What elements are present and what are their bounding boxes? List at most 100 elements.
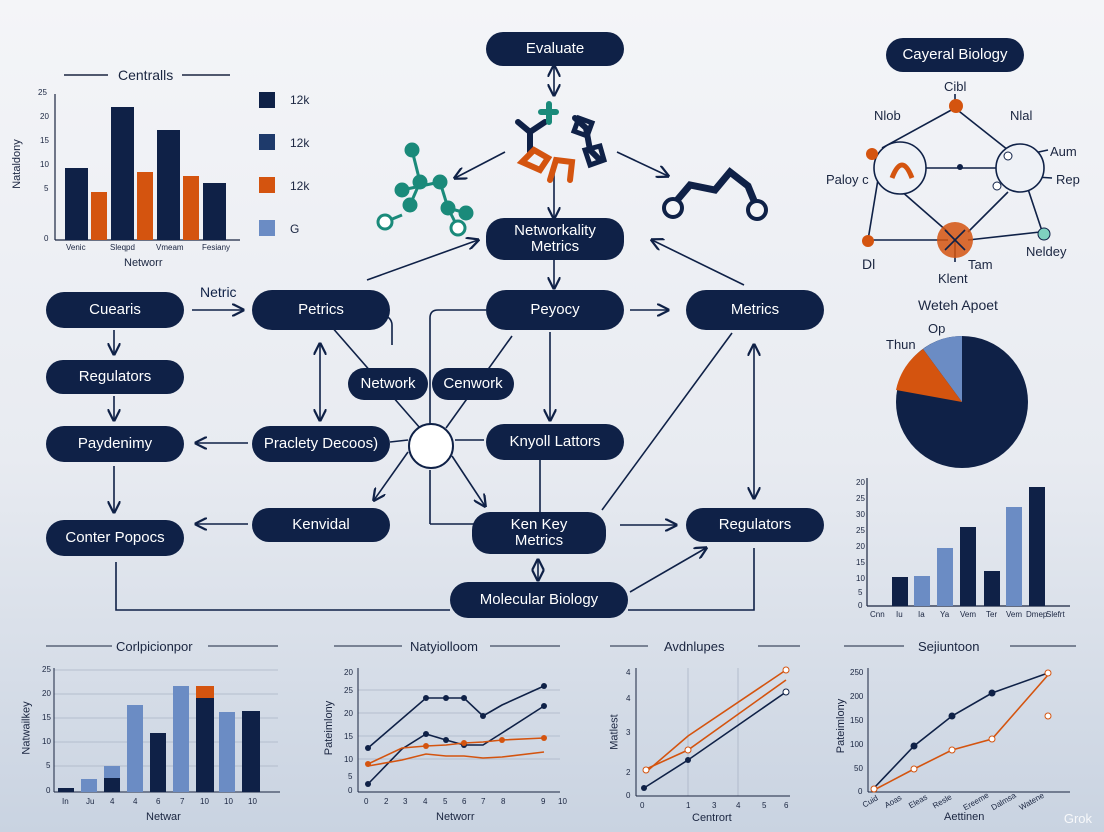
bottom-chart-4-ytick: 200 [850,692,864,701]
centralls-xtick: Venic [66,243,86,252]
bottom-chart-2-ytick: 5 [348,772,353,781]
node-pracletty[interactable]: Praclety Decoos) [252,426,390,462]
bottom-chart-4 [844,645,1076,793]
bottom-chart-3-xtick: 3 [712,801,717,810]
node-peyocy[interactable]: Peyocy [486,290,624,330]
connector-lines [114,66,754,611]
bottom-chart-3-ylabel: Matlest [608,714,621,750]
node-metrics[interactable]: Metrics [686,290,824,330]
bottom-chart-2-ytick: 15 [344,732,353,741]
node-regulators-left[interactable]: Regulators [46,360,184,394]
centralls-xtick: Sleqpd [110,243,135,252]
centralls-ytick: 5 [44,184,49,193]
node-petrics[interactable]: Petrics [252,290,390,330]
right-bar-xtick: Vem [1006,610,1023,619]
node-kenkey[interactable]: Ken Key Metrics [472,512,606,554]
bottom-chart-3-xlabel: Centrort [692,812,732,824]
cayeral-label-tam: Tam [968,257,993,272]
bottom-chart-3-title: Avdnlupes [664,639,725,654]
bottom-chart-1-ytick: 10 [42,737,51,746]
bottom-chart-1-ytick: 5 [46,761,51,770]
bottom-chart-4-ytick: 100 [850,740,864,749]
bottom-chart-2-xtick: 4 [423,797,428,806]
node-conter[interactable]: Conter Popocs [46,520,184,556]
node-cenwork[interactable]: Cenwork [432,368,514,400]
legend-swatch [259,92,275,108]
molecule-left-icon [376,142,474,237]
legend-label: 12k [290,93,310,107]
cayeral-label-top: Cibl [944,79,967,94]
bottom-chart-3-ytick: 4 [626,668,631,677]
centralls-ytick: 25 [38,88,47,97]
right-bar-xtick: Cnn [870,610,885,619]
right-bar-ytick: 30 [856,510,865,519]
bottom-chart-2-xlabel: Networr [436,811,475,823]
bottom-chart-2-ytick: 10 [344,755,353,764]
right-bar-xtick: Slefrt [1046,610,1065,619]
node-paydenimy[interactable]: Paydenimy [46,426,184,462]
bottom-chart-1-xtick: 6 [156,797,161,806]
node-regulators-right[interactable]: Regulators [686,508,824,542]
bottom-chart-2-ylabel: Pateimlony [323,700,336,756]
legend-label: 12k [290,179,310,193]
bottom-chart-2-xtick: 10 [558,797,567,806]
bottom-chart-4-ytick: 150 [850,716,864,725]
bottom-chart-2-xtick: 7 [481,797,486,806]
bottom-chart-1-xtick: 4 [133,797,138,806]
bottom-chart-4-ytick: 250 [850,668,864,677]
pie-label-op: Op [928,321,946,336]
centralls-ylabel: Nataldony [10,139,23,189]
cayeral-nodes [862,99,1051,247]
bottom-chart-3-ytick: 3 [626,728,631,737]
right-bar-ytick: 10 [856,574,865,583]
node-evaluate[interactable]: Evaluate [486,32,624,66]
right-bar-xtick: Ya [940,610,950,619]
centralls-ytick: 20 [40,112,49,121]
bottom-chart-1-xtick: 7 [180,797,185,806]
cayeral-label-rep: Rep [1056,172,1080,187]
node-knyoll[interactable]: Knyoll Lattors [486,424,624,460]
node-network-metrics[interactable]: Networkality Metrics [486,218,624,260]
bottom-chart-1-title: Corlpicionpor [116,639,193,654]
cayeral-label-nlob: Nlob [874,108,901,123]
pie-chart [896,336,1028,468]
legend-swatch [259,220,275,236]
node-network[interactable]: Network [348,368,428,400]
edge-label-netric: Netric [200,284,237,300]
bottom-chart-2-title: Natyiolloom [410,639,478,654]
centralls-ytick: 0 [44,234,49,243]
bottom-chart-1-ytick: 0 [46,786,51,795]
cayeral-network [867,94,1053,262]
bottom-chart-3-xtick: 1 [686,801,691,810]
legend-label: 12k [290,136,310,150]
bottom-chart-2-xtick: 2 [384,797,389,806]
bottom-chart-1-ytick: 15 [42,713,51,722]
centralls-ytick: 10 [40,160,49,169]
pie-title: Weteh Apoet [918,297,998,313]
bottom-chart-2-xtick: 9 [541,797,546,806]
right-bar-ytick: 0 [858,601,863,610]
right-bar-xtick: Dmep [1026,610,1048,619]
bottom-chart-1-xtick: 10 [200,797,209,806]
right-bar-ytick: 20 [856,542,865,551]
bottom-chart-1 [46,645,280,793]
cayeral-title[interactable]: Cayeral Biology [886,38,1024,72]
bottom-chart-1-xtick: In [62,797,69,806]
right-bar-ytick: 15 [856,558,865,567]
node-kenvidal[interactable]: Kenvidal [252,508,390,542]
molecule-right-icon [662,167,768,221]
bottom-chart-3-xtick: 5 [762,801,767,810]
bottom-chart-1-xtick: 10 [224,797,233,806]
cayeral-label-nlal: Nlal [1010,108,1033,123]
bottom-chart-3-ytick: 4 [626,694,631,703]
pie-label-thun: Thun [886,337,916,352]
bottom-chart-1-ytick: 20 [42,689,51,698]
node-molecular[interactable]: Molecular Biology [450,582,628,618]
bottom-chart-4-ytick: 0 [858,787,863,796]
node-cuearis[interactable]: Cuearis [46,292,184,328]
cayeral-label-klent: Klent [938,271,968,286]
legend-label: G [290,222,300,236]
bottom-chart-4-title: Sejiuntoon [918,639,980,654]
bottom-chart-1-xlabel: Netwar [146,811,181,823]
